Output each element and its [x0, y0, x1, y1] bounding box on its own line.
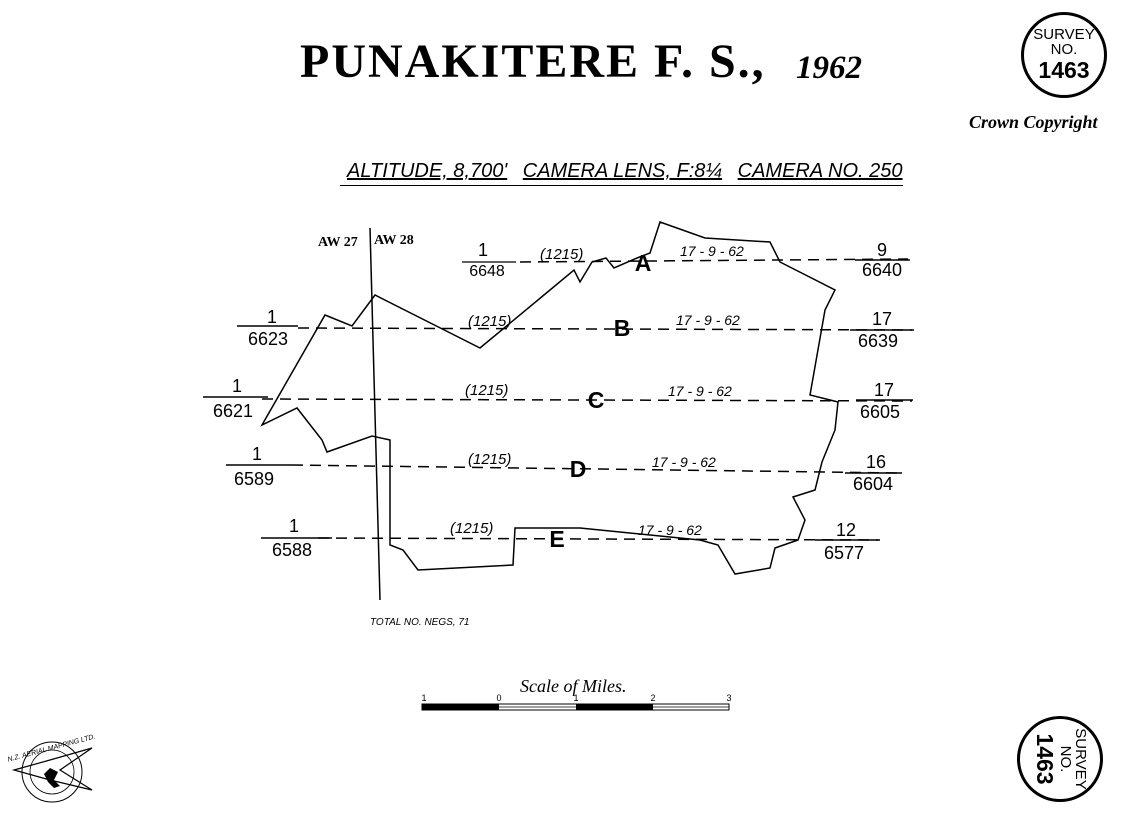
run-c-end-top: 17: [874, 380, 894, 400]
badge-bottom-no-label: NO.: [1057, 745, 1074, 773]
run-d-start-top: 1: [252, 444, 262, 464]
run-letter-b: B: [614, 315, 631, 341]
scale-tick-1a: 1: [421, 693, 426, 703]
run-c-end-bottom: 6605: [860, 402, 900, 422]
run-a-date: 17 - 9 - 62: [680, 243, 744, 259]
crown-copyright: Crown Copyright: [969, 112, 1098, 132]
run-b-start-top: 1: [267, 307, 277, 327]
run-d-start-bottom: 6589: [234, 469, 274, 489]
altitude-label: ALTITUDE, 8,700': [347, 160, 508, 182]
run-e-date: 17 - 9 - 62: [638, 522, 702, 538]
run-letter-e: E: [549, 526, 564, 552]
scale-bar: [421, 703, 730, 711]
run-d-date: 17 - 9 - 62: [652, 454, 716, 470]
run-e-start-top: 1: [289, 516, 299, 536]
badge-no-label: NO.: [1050, 41, 1078, 58]
flight-specs: ALTITUDE, 8,700' CAMERA LENS, F:8¼ CAMER…: [347, 160, 913, 183]
scale-tick-1: 1: [573, 693, 578, 703]
lens-label: CAMERA LENS, F:8¼: [522, 160, 723, 182]
run-d-end-bottom: 6604: [853, 474, 893, 494]
run-letter-d: D: [570, 456, 587, 482]
run-e-end-bottom: 6577: [824, 543, 864, 563]
run-d-end-top: 16: [866, 452, 886, 472]
grid-divider: [369, 227, 381, 601]
run-b-end-top: 17: [872, 309, 892, 329]
coverage-boundary: [260, 221, 839, 575]
badge-number: 1463: [1038, 57, 1090, 83]
run-line-d: [291, 464, 901, 474]
run-letter-c: C: [588, 387, 605, 413]
camera-label: CAMERA NO. 250: [737, 160, 903, 182]
run-e-start-bottom: 6588: [272, 540, 312, 560]
run-a-end-top: 9: [877, 240, 887, 260]
run-b-end-bottom: 6639: [858, 331, 898, 351]
badge-survey-label: SURVEY: [1033, 26, 1095, 43]
run-d-code: (1215): [468, 451, 511, 468]
run-letter-a: A: [635, 250, 652, 276]
scale-title: Scale of Miles.: [520, 676, 626, 696]
run-line-e: [317, 537, 879, 541]
run-a-end-bottom: 6640: [862, 260, 902, 280]
scale-tick-2: 2: [650, 693, 655, 703]
run-b-code: (1215): [468, 313, 511, 330]
run-b-date: 17 - 9 - 62: [676, 312, 740, 328]
run-c-code: (1215): [465, 382, 508, 399]
survey-badge-top: SURVEY NO. 1463: [1021, 12, 1107, 98]
scale-tick-0: 0: [496, 693, 501, 703]
run-line-c: [261, 398, 913, 402]
run-e-code: (1215): [450, 520, 493, 537]
map-year: 1962: [796, 50, 862, 86]
run-e-end-top: 12: [836, 520, 856, 540]
badge-bottom-number: 1463: [1032, 733, 1058, 785]
run-c-date: 17 - 9 - 62: [668, 383, 732, 399]
run-c-start-top: 1: [232, 376, 242, 396]
badge-bottom-survey-label: SURVEY: [1072, 728, 1089, 790]
run-line-a: [519, 258, 909, 263]
nz-aerial-mapping-logo: N.Z. AERIAL MAPPING LTD.: [7, 733, 96, 803]
map-title: PUNAKITERE F. S.,: [300, 35, 766, 88]
total-negs: TOTAL NO. NEGS, 71: [370, 617, 469, 628]
run-c-start-bottom: 6621: [213, 401, 253, 421]
run-a-start-bottom: 6648: [469, 263, 505, 280]
specs-underline: [340, 185, 903, 186]
run-b-start-bottom: 6623: [248, 329, 288, 349]
run-a-code: (1215): [540, 246, 583, 263]
survey-badge-bottom: SURVEY NO. 1463: [1017, 716, 1103, 802]
run-line-b: [297, 327, 913, 331]
grid-label-aw27: AW 27: [318, 235, 358, 250]
scale-tick-3: 3: [726, 693, 731, 703]
grid-label-aw28: AW 28: [374, 233, 414, 248]
run-a-start-top: 1: [478, 240, 488, 260]
